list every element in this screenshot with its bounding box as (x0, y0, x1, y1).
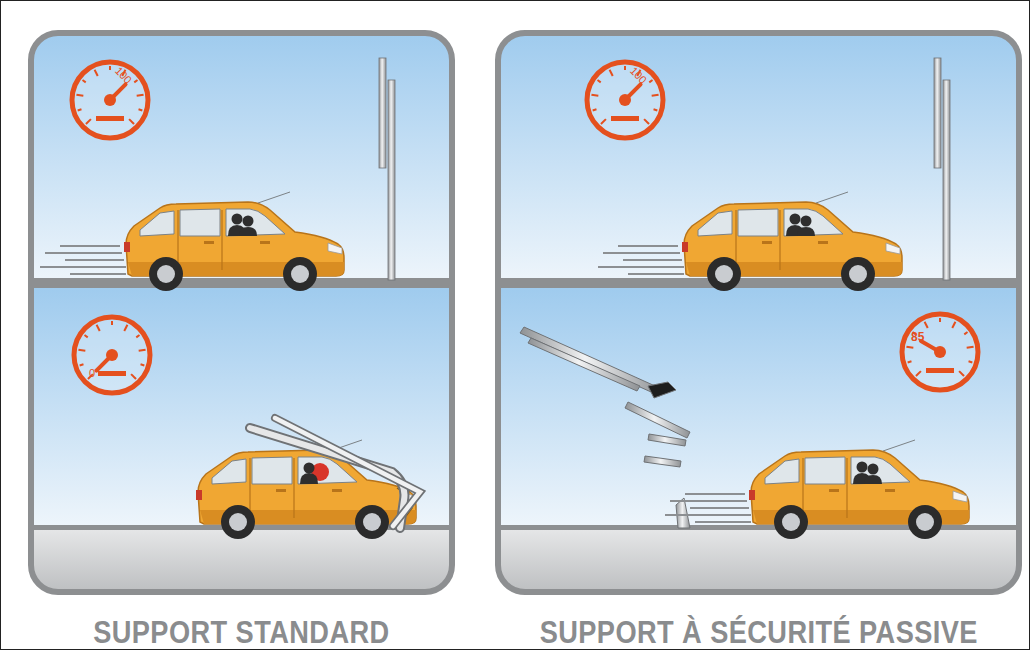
illustration-panel: SUPPORT À SÉCURITÉ PASSIVE10085 (495, 30, 1022, 595)
panel-caption: SUPPORT À SÉCURITÉ PASSIVE (539, 614, 977, 650)
speedometer-dial (67, 57, 153, 143)
speed-value: 0 (89, 368, 95, 379)
caption-row: SUPPORT À SÉCURITÉ PASSIVE (495, 614, 1022, 650)
speedometer-dial (897, 309, 983, 395)
speed-value: 85 (911, 331, 924, 343)
speedometer-dial (582, 57, 668, 143)
speedometer-gauge: 100 (582, 57, 668, 143)
speedometer-gauge: 100 (67, 57, 153, 143)
caption-row: SUPPORT STANDARD (28, 614, 455, 650)
panel-caption: SUPPORT STANDARD (93, 614, 389, 650)
illustration-panel: SUPPORT STANDARD1000 (28, 30, 455, 595)
speedometer-dial (69, 312, 155, 398)
speedometer-gauge: 0 (69, 312, 155, 398)
speedometer-gauge: 85 (897, 309, 983, 395)
